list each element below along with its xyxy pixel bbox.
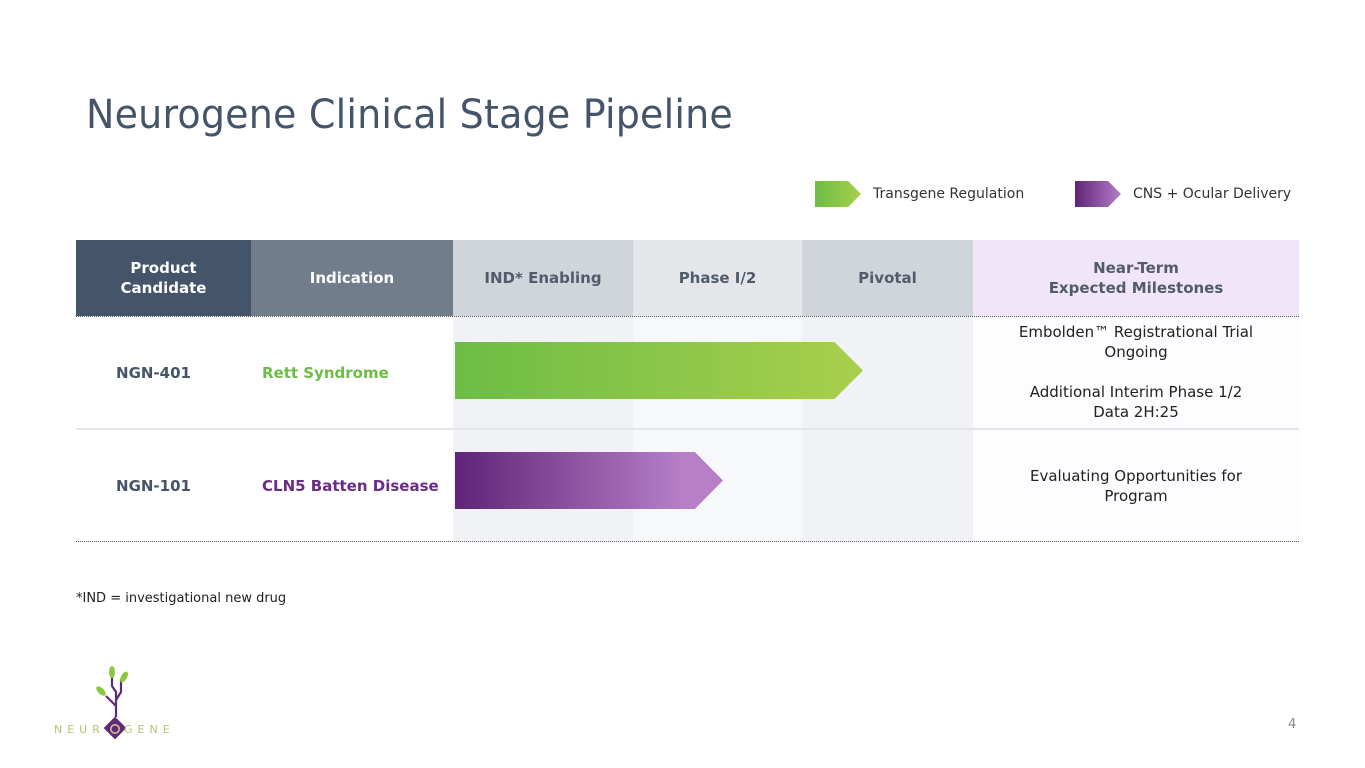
progress-bar xyxy=(455,342,863,399)
milestone-item: Evaluating Opportunities for Program xyxy=(1030,467,1242,505)
milestone-item: Additional Interim Phase 1/2 Data 2H:25 xyxy=(1029,383,1243,421)
indication: CLN5 Batten Disease xyxy=(262,476,439,495)
milestone-text: Embolden™ Registrational Trial Ongoing A… xyxy=(973,322,1299,422)
logo-text-left: NEUR xyxy=(54,723,105,736)
logo-tree-icon xyxy=(96,666,128,740)
footnote: *IND = investigational new drug xyxy=(76,591,287,606)
header-divider xyxy=(76,316,1299,317)
header-product-candidate: Product Candidate xyxy=(76,240,251,316)
milestone-item: Embolden™ Registrational Trial Ongoing xyxy=(1018,323,1254,361)
table-bottom-divider xyxy=(76,541,1299,542)
logo-text-right: GENE xyxy=(124,723,175,736)
legend-label: Transgene Regulation xyxy=(873,186,1025,202)
header-ind-enabling: IND* Enabling xyxy=(453,240,633,316)
legend-label: CNS + Ocular Delivery xyxy=(1133,186,1292,202)
header-pivotal: Pivotal xyxy=(802,240,973,316)
progress-bar xyxy=(455,452,723,509)
neurogene-logo: NEUR GENE xyxy=(50,662,170,742)
row-divider xyxy=(76,428,1299,430)
indication: Rett Syndrome xyxy=(262,363,389,382)
header-milestones: Near-Term Expected Milestones xyxy=(973,240,1299,316)
milestone-text: Evaluating Opportunities for Program xyxy=(973,466,1299,506)
purple-arrow-icon xyxy=(1075,181,1121,207)
legend-item-cns: CNS + Ocular Delivery xyxy=(1075,181,1291,207)
page-number: 4 xyxy=(1288,717,1297,732)
product-candidate: NGN-401 xyxy=(116,363,191,382)
legend-item-transgene: Transgene Regulation xyxy=(815,181,1024,207)
header-indication: Indication xyxy=(251,240,453,316)
product-candidate: NGN-101 xyxy=(116,476,191,495)
page-title: Neurogene Clinical Stage Pipeline xyxy=(86,92,733,138)
green-arrow-icon xyxy=(815,181,861,207)
header-phase-1-2: Phase I/2 xyxy=(633,240,802,316)
